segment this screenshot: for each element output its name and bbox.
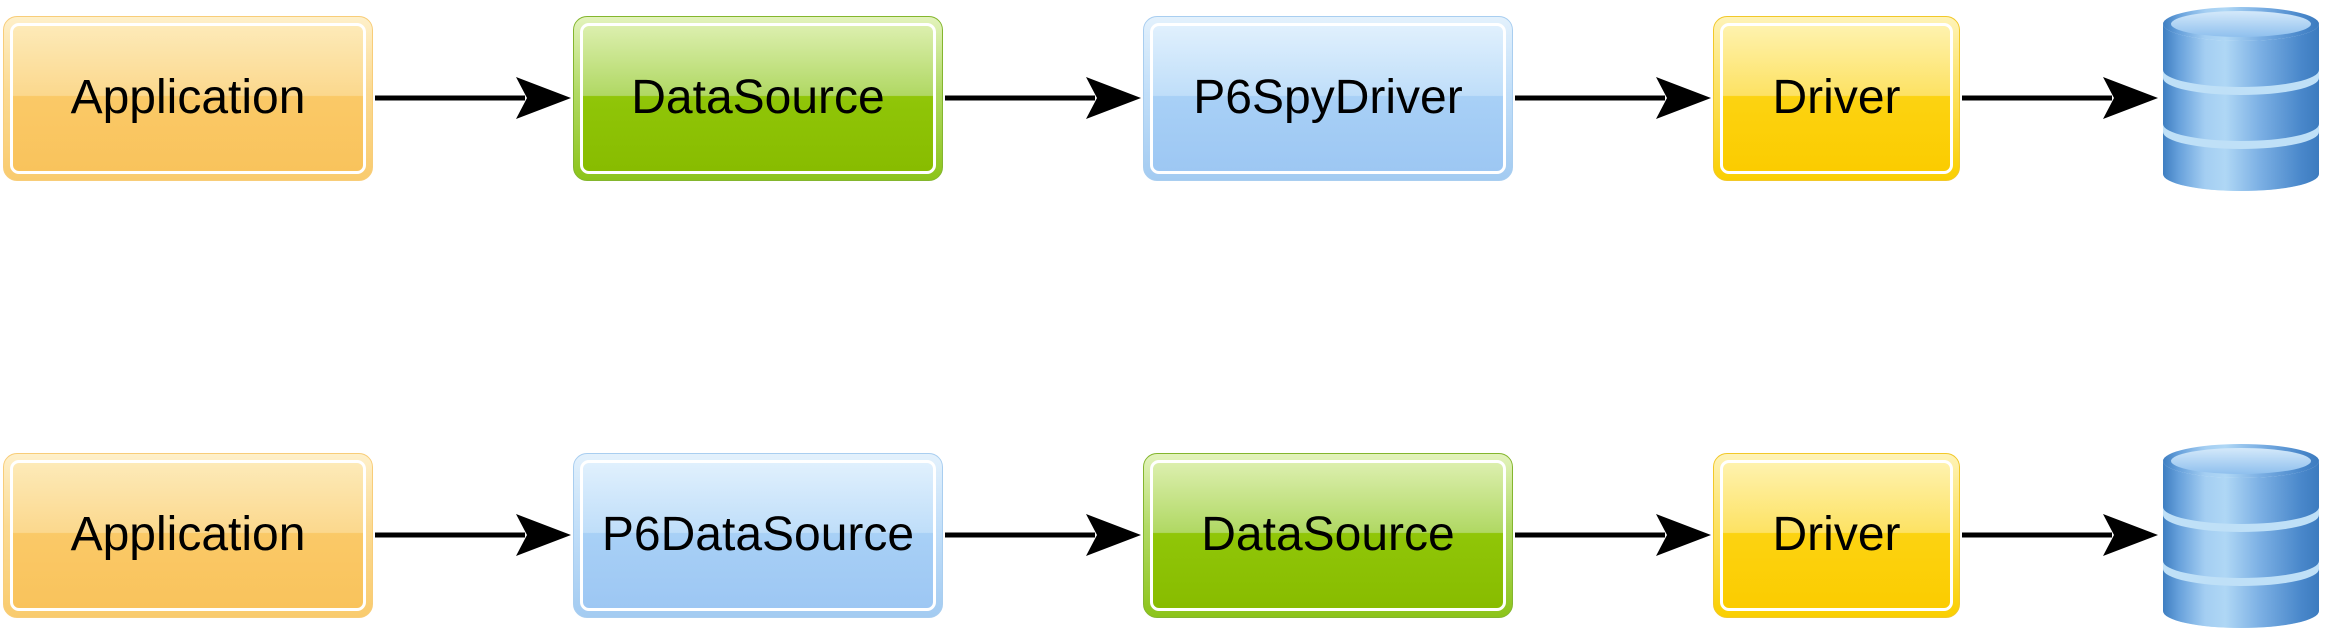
node-label: Driver — [1772, 71, 1901, 124]
arrow-right-icon — [375, 77, 571, 119]
node-application-surface: Application — [10, 22, 366, 174]
arrow-right-icon — [1515, 514, 1711, 556]
flow-row-1: Application DataSource P6SpyDriver — [3, 4, 2323, 192]
node-driver-surface: Driver — [1720, 22, 1953, 174]
node-application-surface: Application — [10, 459, 366, 611]
node-p6datasource-surface: P6DataSource — [580, 459, 936, 611]
node-p6datasource: P6DataSource — [573, 452, 943, 618]
arrow-right-icon — [1962, 514, 2158, 556]
node-label: P6DataSource — [601, 508, 915, 561]
node-label: Application — [70, 508, 306, 561]
node-datasource-surface: DataSource — [1150, 459, 1506, 611]
node-driver-surface: Driver — [1720, 459, 1953, 611]
node-label: P6SpyDriver — [1193, 71, 1463, 124]
arrow-right-icon — [945, 514, 1141, 556]
node-label: DataSource — [1201, 508, 1455, 561]
node-p6spydriver-surface: P6SpyDriver — [1150, 22, 1506, 174]
arrow-right-icon — [375, 514, 571, 556]
database-icon — [2163, 444, 2319, 628]
node-application: Application — [3, 452, 373, 618]
node-datasource-surface: DataSource — [580, 22, 936, 174]
node-label: Application — [70, 71, 306, 124]
node-datasource: DataSource — [573, 15, 943, 181]
node-application: Application — [3, 15, 373, 181]
database-icon — [2163, 7, 2319, 191]
node-driver: Driver — [1713, 452, 1960, 618]
arrow-right-icon — [1962, 77, 2158, 119]
arrow-right-icon — [1515, 77, 1711, 119]
node-label: DataSource — [631, 71, 885, 124]
node-datasource: DataSource — [1143, 452, 1513, 618]
arrow-right-icon — [945, 77, 1141, 119]
node-driver: Driver — [1713, 15, 1960, 181]
node-label: Driver — [1772, 508, 1901, 561]
node-p6spydriver: P6SpyDriver — [1143, 15, 1513, 181]
flow-row-2: Application P6DataSource DataSource — [3, 441, 2323, 629]
